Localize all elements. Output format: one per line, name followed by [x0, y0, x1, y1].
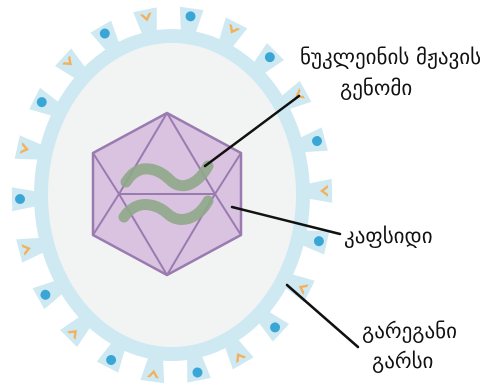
genome-label-line2: გენომი: [340, 76, 412, 100]
envelope-leader-line: [287, 285, 358, 347]
envelope-label-line1: გარეგანი: [362, 319, 457, 343]
capsid-label: კაფსიდი: [344, 224, 433, 248]
genome-label-line1: ნუკლეინის მჟავის: [300, 45, 481, 69]
envelope-label-line2: გარსი: [372, 349, 433, 373]
